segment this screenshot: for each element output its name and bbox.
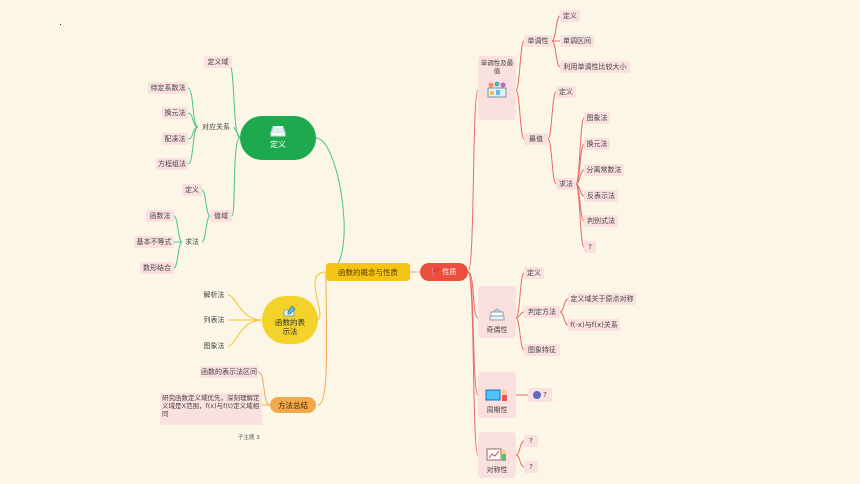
parity-graph[interactable]: 图象特征: [524, 344, 560, 356]
avatar-icon: [533, 391, 542, 399]
range-definition[interactable]: 定义: [182, 184, 202, 196]
extreme-method-6[interactable]: ?: [584, 241, 596, 253]
corr-method-4[interactable]: 方程组法: [156, 158, 188, 170]
parity-definition[interactable]: 定义: [524, 267, 544, 279]
summary-note-2[interactable]: 研究函数定义域优先，深刻理解定义域是X范围，f(x)与f(t)定义域相同: [160, 393, 262, 425]
method-summary-node[interactable]: 方法总结: [270, 397, 316, 413]
period-node[interactable]: 周期性: [478, 372, 516, 418]
range-solve[interactable]: 求法: [185, 237, 199, 246]
period-label: 周期性: [486, 405, 508, 414]
parity-node[interactable]: 奇偶性: [478, 286, 516, 338]
parity-judge[interactable]: 判定方法: [524, 306, 560, 318]
corr-method-3[interactable]: 配凑法: [162, 133, 188, 145]
monotonic-label: 单调性及最值: [480, 59, 514, 75]
corr-method-2[interactable]: 换元法: [162, 107, 188, 119]
flag-icon: 🚩: [431, 267, 441, 276]
symmetry-child-2[interactable]: ?: [524, 461, 538, 473]
repr-table[interactable]: 列表法: [203, 315, 225, 324]
definition-node[interactable]: 定义: [240, 116, 316, 160]
extreme-method-2[interactable]: 换元法: [584, 138, 610, 150]
range-node[interactable]: 值域: [210, 210, 232, 222]
stray-dot: [60, 24, 61, 25]
team-icon: [485, 80, 509, 100]
extreme-node[interactable]: 最值: [524, 133, 548, 145]
pen-icon: [283, 305, 297, 317]
symmetry-child-1[interactable]: ?: [524, 435, 538, 447]
extreme-definition[interactable]: 定义: [556, 86, 576, 98]
correspondence-node[interactable]: 对应关系: [202, 122, 230, 131]
extreme-method-1[interactable]: 图象法: [584, 112, 610, 124]
repr-analytic[interactable]: 解析法: [203, 290, 225, 299]
representation-node[interactable]: 函数的表示法: [262, 296, 318, 344]
range-method-1[interactable]: 函数法: [146, 210, 174, 222]
subtopic-tag: 子主题 3: [238, 435, 260, 441]
domain-node[interactable]: 定义域: [204, 56, 232, 68]
extreme-method-3[interactable]: 分离常数法: [584, 164, 624, 176]
repr-graph[interactable]: 图象法: [203, 341, 225, 350]
range-method-2[interactable]: 基本不等式: [134, 236, 174, 248]
symmetry-label: 对称性: [486, 465, 508, 474]
parity-judge-2[interactable]: f(-x)与f(x)关系: [568, 319, 620, 331]
extreme-solve[interactable]: 求法: [556, 178, 576, 190]
mono-compare[interactable]: 利用单调性比较大小: [560, 61, 630, 73]
books-icon: [270, 126, 286, 138]
chart-board-icon: [486, 448, 508, 462]
teacher-icon: [485, 388, 509, 402]
book-stack-icon: [488, 307, 506, 322]
range-method-3[interactable]: 数形结合: [140, 262, 174, 274]
mono-definition[interactable]: 定义: [560, 10, 580, 22]
extreme-method-5[interactable]: 判别式法: [584, 215, 618, 227]
extreme-method-4[interactable]: 反表示法: [584, 190, 618, 202]
monotonicity-node[interactable]: 单调性: [524, 35, 552, 47]
representation-label: 函数的表示法: [275, 317, 305, 336]
nature-root-label: 性质: [442, 267, 457, 276]
summary-note-1[interactable]: 函数的表示法区间: [200, 366, 258, 378]
central-topic[interactable]: 函数的概念与性质: [326, 263, 410, 281]
parity-label: 奇偶性: [486, 325, 508, 334]
parity-judge-1[interactable]: 定义域关于原点对称: [568, 293, 636, 305]
symmetry-node[interactable]: 对称性: [478, 432, 516, 478]
monotonic-node[interactable]: 单调性及最值: [478, 56, 516, 120]
corr-method-1[interactable]: 待定系数法: [148, 82, 188, 94]
definition-label: 定义: [270, 140, 286, 150]
mono-interval[interactable]: 单调区间: [560, 35, 594, 47]
period-child[interactable]: ?: [528, 388, 552, 402]
period-child-label: ?: [543, 390, 547, 399]
nature-root-node[interactable]: 🚩 性质: [420, 263, 468, 281]
